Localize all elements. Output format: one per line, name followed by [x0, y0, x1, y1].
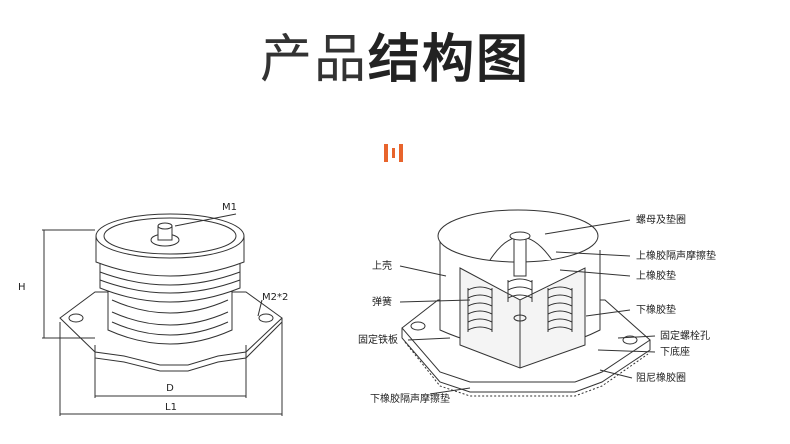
- label-upper-sound-pad: 上橡胶隔声摩擦垫: [636, 249, 716, 262]
- mount-hole-left: [68, 313, 84, 323]
- label-h: H: [18, 282, 26, 293]
- label-nut: 螺母及垫圈: [636, 213, 686, 226]
- label-lower-rubber-pad: 下橡胶垫: [636, 303, 676, 316]
- label-fixing-iron-plate: 固定铁板: [358, 333, 398, 346]
- label-lower-sound-pad: 下橡胶隔声摩擦垫: [370, 392, 450, 405]
- label-d: D: [166, 383, 174, 394]
- center-bolt: [513, 235, 527, 277]
- spring-center: [507, 278, 533, 302]
- label-l1: L1: [165, 402, 177, 413]
- bolt-hole-right: [622, 335, 638, 345]
- label-spring: 弹簧: [372, 295, 392, 308]
- title-bold: 结构图: [368, 30, 531, 90]
- label-lower-base: 下底座: [660, 345, 690, 358]
- label-fixing-bolt-hole: 固定螺栓孔: [660, 329, 710, 342]
- label-upper-rubber-pad: 上橡胶垫: [636, 269, 676, 282]
- label-damping-ring: 阻尼橡胶圈: [636, 371, 686, 384]
- spring-right: [547, 286, 573, 332]
- title-light: 产品: [259, 30, 368, 90]
- label-upper-shell: 上壳: [372, 259, 392, 272]
- bolt-hole-left: [410, 321, 426, 331]
- label-m2: M2*2: [262, 292, 288, 303]
- spring-left: [467, 286, 493, 332]
- page-title: 产品结构图: [0, 34, 790, 86]
- mount-hole-right: [258, 313, 274, 323]
- title-decoration-icon: [384, 144, 403, 162]
- label-m1: M1: [222, 202, 237, 213]
